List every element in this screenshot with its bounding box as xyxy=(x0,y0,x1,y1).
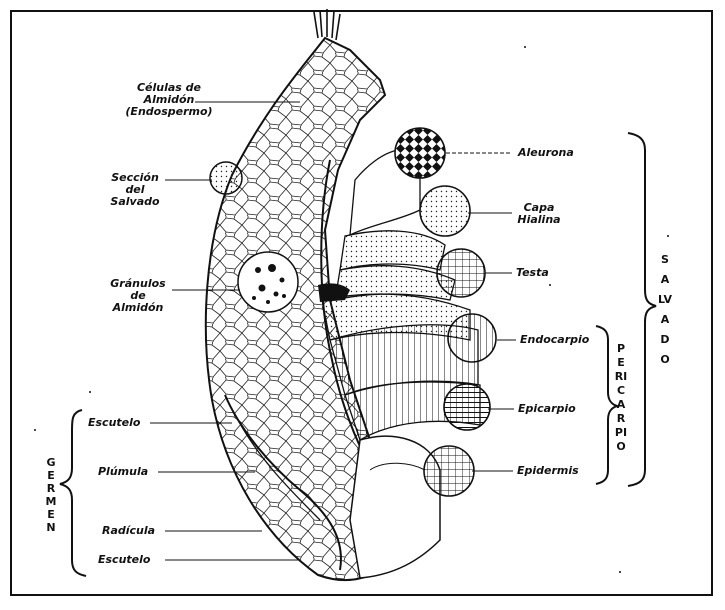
salvado-brace xyxy=(628,133,656,486)
label-testa: Testa xyxy=(516,267,549,279)
label-radicula: Radícula xyxy=(102,525,155,537)
label-capa-hialina: Capa Hialina xyxy=(516,202,562,226)
label-celulas-de-almidon: Células de Almidón (Endospermo) xyxy=(124,82,214,118)
label-epicarpio: Epicarpio xyxy=(518,403,576,415)
label-line: Salvado xyxy=(104,196,166,208)
group-label-salvado: SALVADO xyxy=(658,250,672,370)
label-escutelo-top: Escutelo xyxy=(88,417,140,429)
label-line: Almidón xyxy=(104,302,172,314)
epidermis-inset xyxy=(424,446,474,496)
group-label-germen: GERMEN xyxy=(44,456,58,534)
label-granulos-de-almidon: Gránulos de Almidón xyxy=(104,278,172,314)
label-endocarpio: Endocarpio xyxy=(520,334,589,346)
group-label-pericarpio: PERICARPIO xyxy=(614,342,628,454)
label-escutelo-bottom: Escutelo xyxy=(98,554,150,566)
germen-brace xyxy=(60,410,86,576)
epicarpio-inset xyxy=(444,384,490,430)
capa-hialina-inset xyxy=(420,186,470,236)
label-aleurona: Aleurona xyxy=(518,147,574,159)
label-line: Hialina xyxy=(516,214,562,226)
label-epidermis: Epidermis xyxy=(517,465,579,477)
testa-inset xyxy=(437,249,485,297)
bran-section-inset xyxy=(210,162,242,194)
label-seccion-del-salvado: Sección del Salvado xyxy=(104,172,166,208)
label-plumula: Plúmula xyxy=(98,466,148,478)
endocarpio-inset xyxy=(448,314,496,362)
aleurona-inset xyxy=(395,128,445,178)
label-line: (Endospermo) xyxy=(124,106,214,118)
